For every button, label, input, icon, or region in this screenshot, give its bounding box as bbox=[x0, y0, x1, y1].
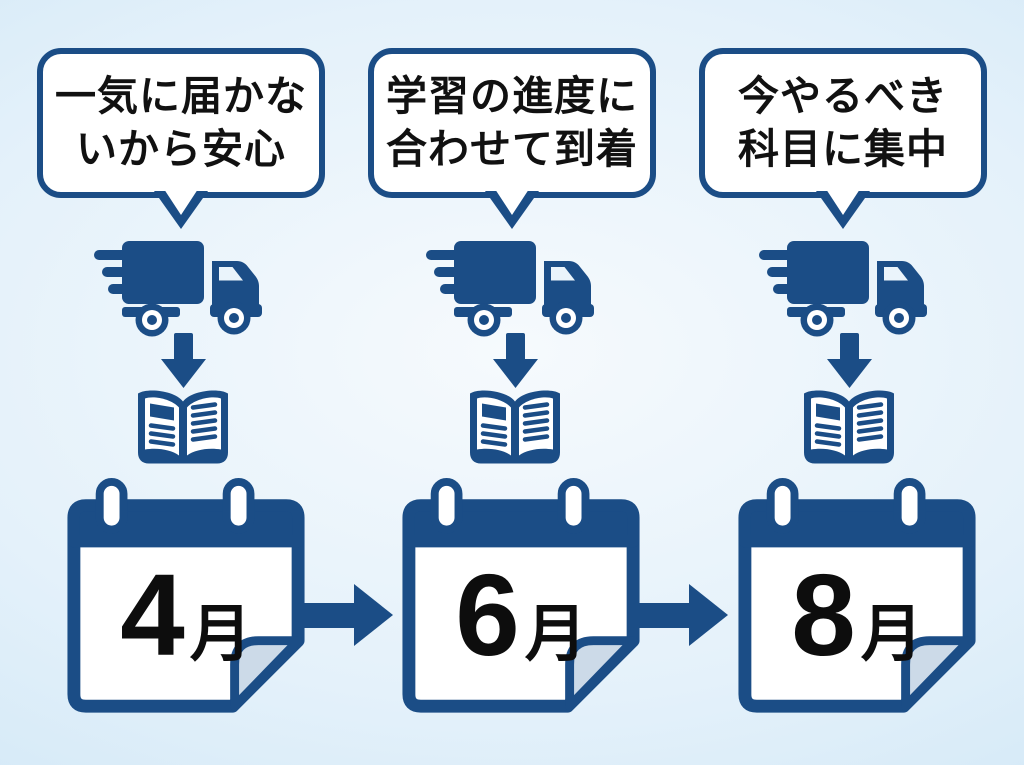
speech-bubble-1: 一気に届かな いから安心 bbox=[37, 48, 325, 198]
calendar-month: 6 月 bbox=[405, 543, 637, 704]
open-book-icon bbox=[465, 385, 565, 468]
speech-bubble-2: 学習の進度に 合わせて到着 bbox=[368, 48, 656, 198]
bubble-text-line: 一気に届かな bbox=[55, 72, 307, 119]
month-number: 6 bbox=[455, 550, 520, 680]
delivery-truck-icon bbox=[94, 241, 262, 337]
calendar-month: 8 月 bbox=[741, 543, 973, 704]
right-arrow-icon bbox=[633, 584, 728, 646]
bubble-text-line: 今やるべき bbox=[738, 72, 948, 119]
open-book-icon bbox=[133, 385, 233, 468]
delivery-truck-icon bbox=[426, 241, 594, 337]
calendar-icon: 4 月 bbox=[62, 477, 310, 722]
down-arrow-icon bbox=[493, 333, 538, 388]
down-arrow-icon bbox=[161, 333, 206, 388]
month-suffix: 月 bbox=[860, 600, 923, 669]
delivery-truck-icon bbox=[759, 241, 927, 337]
calendar-month: 4 月 bbox=[70, 543, 302, 704]
speech-bubble-3: 今やるべき 科目に集中 bbox=[699, 48, 987, 198]
calendar-icon: 6 月 bbox=[397, 477, 645, 722]
down-arrow-icon bbox=[827, 333, 872, 388]
month-number: 8 bbox=[791, 550, 856, 680]
bubble-text-line: 学習の進度に bbox=[386, 72, 638, 119]
month-number: 4 bbox=[120, 550, 185, 680]
bubble-text-line: いから安心 bbox=[76, 126, 286, 172]
calendar-icon: 8 月 bbox=[733, 477, 981, 722]
bubble-text-line: 科目に集中 bbox=[738, 126, 948, 172]
right-arrow-icon bbox=[298, 584, 393, 646]
bubble-text-line: 合わせて到着 bbox=[386, 126, 638, 172]
open-book-icon bbox=[799, 385, 899, 468]
month-suffix: 月 bbox=[524, 600, 587, 669]
month-suffix: 月 bbox=[189, 600, 252, 669]
